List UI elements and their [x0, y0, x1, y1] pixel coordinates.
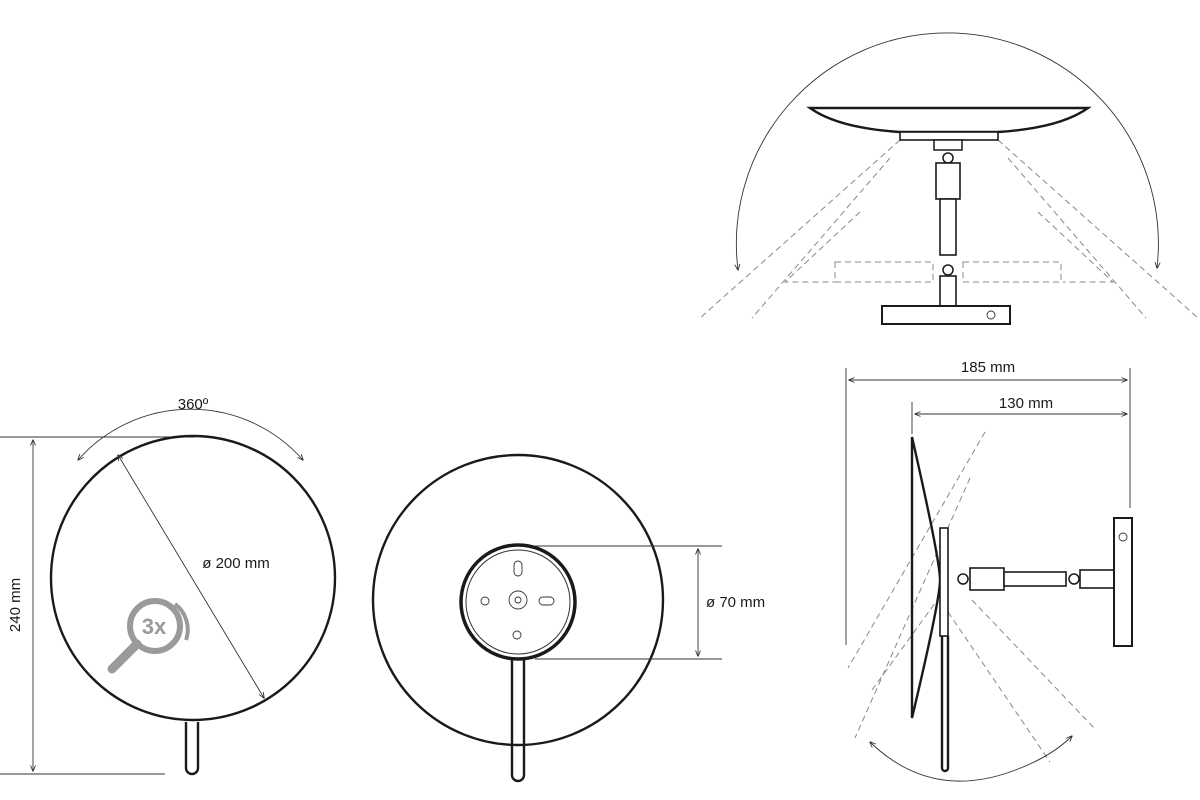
slot-right	[538, 596, 555, 606]
rotation-label: 360º	[178, 396, 209, 413]
side-arm-rod	[1003, 571, 1067, 587]
side-arm-base	[1079, 569, 1115, 589]
dashed-tilt-3	[871, 587, 947, 691]
mirror-diameter-label: ø 200 mm	[202, 555, 270, 572]
dashed-tilt-1	[847, 431, 986, 669]
mirror-diameter-line	[118, 455, 264, 698]
base-plate-outer	[459, 543, 577, 661]
side-wall-plate-screw	[1118, 532, 1128, 542]
mirror-front	[49, 434, 337, 722]
dashed-tilt-5	[947, 611, 1051, 763]
side-wall-plate	[1113, 517, 1133, 647]
hole-left	[480, 596, 490, 606]
dashed-arm-right	[962, 261, 1062, 283]
wall-plate	[881, 305, 1011, 325]
back-stem	[510, 660, 526, 783]
tilt-arc	[736, 32, 1158, 270]
front-view: 360º 240 mm ø 200 mm 3x	[0, 396, 337, 776]
side-pivot-left	[957, 573, 969, 585]
dashed-left-1	[699, 139, 901, 319]
dashed-tilt-4	[971, 599, 1097, 731]
rotation-arc	[78, 408, 303, 460]
side-stem	[940, 636, 950, 773]
side-tilt-arc	[870, 736, 1072, 782]
magnifier-icon: 3x	[107, 598, 190, 674]
side-arm-sleeve	[969, 567, 1005, 591]
mirror-dish	[806, 106, 1092, 134]
mirror-side	[910, 436, 942, 719]
slot-top	[513, 560, 523, 577]
top-joint	[933, 139, 963, 151]
arm-rod	[939, 198, 957, 256]
base-diameter-label: ø 70 mm	[706, 594, 765, 611]
base-plate-inner	[465, 549, 571, 655]
mirror-side-back	[939, 527, 949, 637]
top-pivot	[942, 152, 954, 164]
center-hole	[508, 590, 528, 610]
dashed-right-1	[997, 139, 1199, 319]
dashed-left-3	[783, 211, 861, 283]
center-hole-inner	[514, 596, 522, 604]
arm-base	[939, 275, 957, 307]
arm-sleeve	[935, 162, 961, 200]
side-pivot-right	[1068, 573, 1080, 585]
dashed-right-2	[1007, 157, 1147, 319]
bottom-pivot	[942, 264, 954, 276]
depth-arm-label: 130 mm	[999, 395, 1053, 412]
magnification-label: 3x	[142, 614, 167, 639]
wall-plate-screw	[986, 310, 996, 320]
depth-total-label: 185 mm	[961, 359, 1015, 376]
top-view	[699, 32, 1199, 325]
height-label: 240 mm	[7, 578, 24, 632]
back-view: ø 70 mm	[371, 453, 765, 783]
hole-bottom	[512, 630, 522, 640]
dashed-arm-left	[834, 261, 934, 283]
dashed-left-2	[751, 157, 891, 319]
mirror-back-rim	[899, 131, 999, 141]
side-view: 185 mm 130 mm	[845, 359, 1133, 782]
dashed-right-3	[1037, 211, 1115, 283]
mirror-stem	[184, 722, 200, 776]
mirror-back	[371, 453, 665, 747]
